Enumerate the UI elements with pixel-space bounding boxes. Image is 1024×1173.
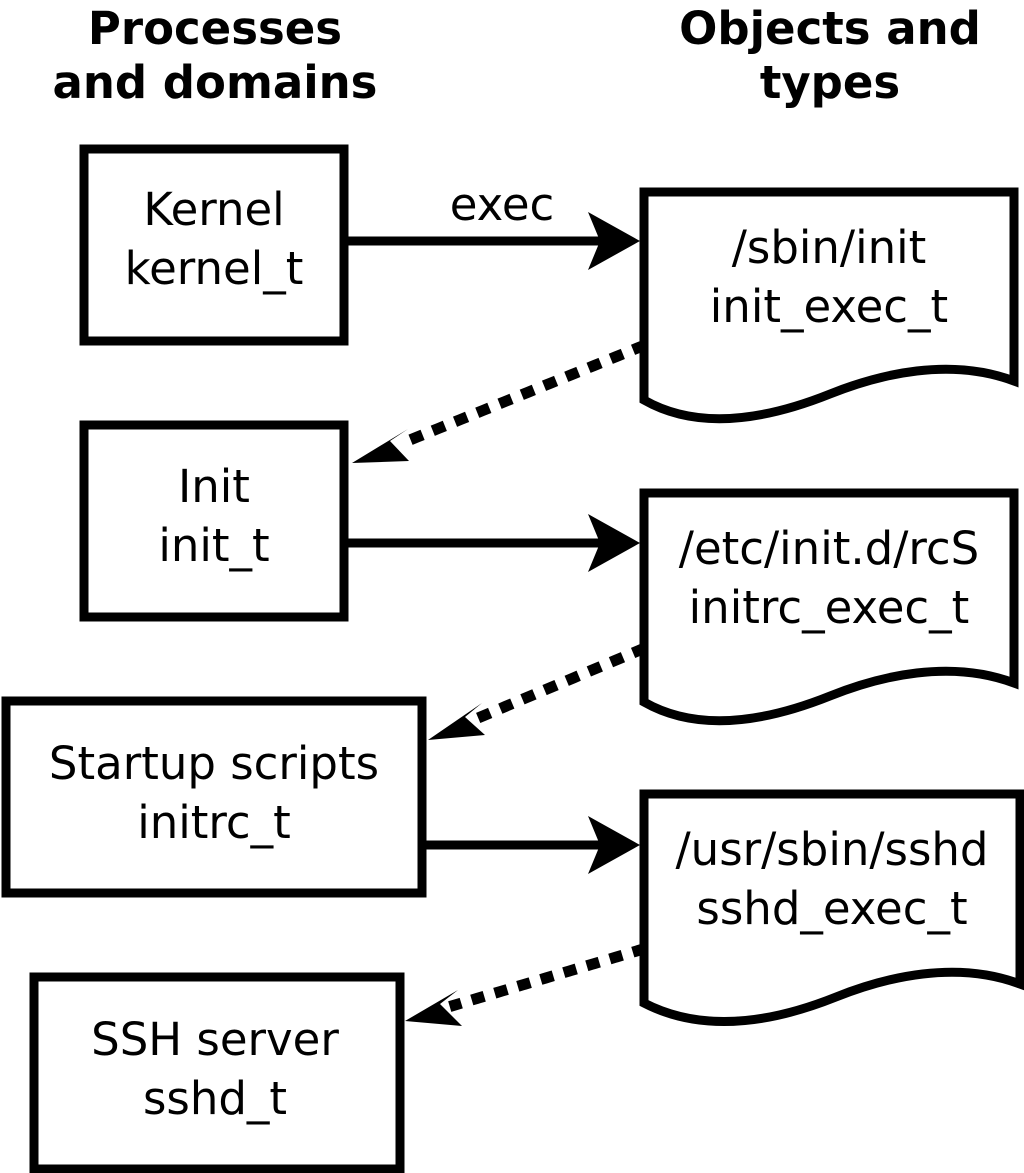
node-sshd_exec[interactable]: /usr/sbin/sshd sshd_exec_t <box>639 789 1024 1027</box>
node-init_exec-doc[interactable] <box>639 187 1019 424</box>
node-kernel-line1: Kernel <box>143 183 284 236</box>
edge-initrc-exec-sshd_exec <box>426 816 640 874</box>
column-header-objects: Objects and types <box>679 2 981 109</box>
node-init_exec[interactable]: /sbin/init init_exec_t <box>639 187 1019 424</box>
edge-init_exec-transition-init <box>352 339 648 463</box>
node-sshd_exec-line1: /usr/sbin/sshd <box>676 823 989 876</box>
node-sshd[interactable]: SSH server sshd_t <box>29 972 405 1173</box>
node-sshd-line1: SSH server <box>91 1013 339 1066</box>
node-init-line1: Init <box>178 460 250 513</box>
node-init_exec-line2: init_exec_t <box>710 280 948 333</box>
node-initrc-line1: Startup scripts <box>49 737 379 790</box>
edge-sshd_exec-transition-sshd <box>405 943 647 1026</box>
node-initrc_exec-line1: /etc/init.d/rcS <box>679 522 979 575</box>
edge-label-exec: exec <box>450 178 555 231</box>
node-sshd-line2: sshd_t <box>143 1072 287 1125</box>
node-init_exec-line1: /sbin/init <box>732 221 927 274</box>
edge-initrc_exec-transition-initrc-arrowhead <box>428 703 485 740</box>
node-initrc_exec[interactable]: /etc/init.d/rcS initrc_exec_t <box>639 488 1019 726</box>
column-header-objects-line1: Objects and <box>679 2 981 55</box>
edge-init_exec-transition-init-line <box>392 339 648 452</box>
node-initrc_exec-doc[interactable] <box>639 488 1019 726</box>
edge-kernel-exec-init_exec: exec <box>348 178 640 270</box>
node-initrc-box[interactable] <box>1 696 427 898</box>
node-init[interactable]: Init init_t <box>79 420 349 622</box>
node-sshd_exec-doc[interactable] <box>639 789 1024 1027</box>
node-sshd_exec-line2: sshd_exec_t <box>696 882 967 935</box>
edge-init-exec-initrc_exec <box>348 514 640 572</box>
edge-initrc_exec-transition-initrc-line <box>470 642 648 726</box>
edge-sshd_exec-transition-sshd-arrowhead <box>405 990 462 1026</box>
node-initrc[interactable]: Startup scripts initrc_t <box>1 696 427 898</box>
column-header-processes-line2: and domains <box>53 56 378 109</box>
edge-initrc-exec-sshd_exec-arrowhead <box>588 816 640 874</box>
column-header-processes: Processes and domains <box>53 2 378 109</box>
node-sshd-box[interactable] <box>29 972 405 1173</box>
node-initrc-line2: initrc_t <box>137 796 291 849</box>
column-header-processes-line1: Processes <box>88 2 342 55</box>
edge-init_exec-transition-init-arrowhead <box>352 429 409 463</box>
edge-kernel-exec-init_exec-arrowhead <box>588 212 640 270</box>
node-kernel-box[interactable] <box>79 144 349 346</box>
node-init-line2: init_t <box>158 519 269 572</box>
edge-sshd_exec-transition-sshd-line <box>448 943 647 1012</box>
edge-initrc_exec-transition-initrc <box>428 642 648 740</box>
node-kernel-line2: kernel_t <box>125 242 304 295</box>
column-header-objects-line2: types <box>760 56 900 109</box>
node-kernel[interactable]: Kernel kernel_t <box>79 144 349 346</box>
edge-init-exec-initrc_exec-arrowhead <box>588 514 640 572</box>
node-init-box[interactable] <box>79 420 349 622</box>
node-initrc_exec-line2: initrc_exec_t <box>689 581 970 634</box>
